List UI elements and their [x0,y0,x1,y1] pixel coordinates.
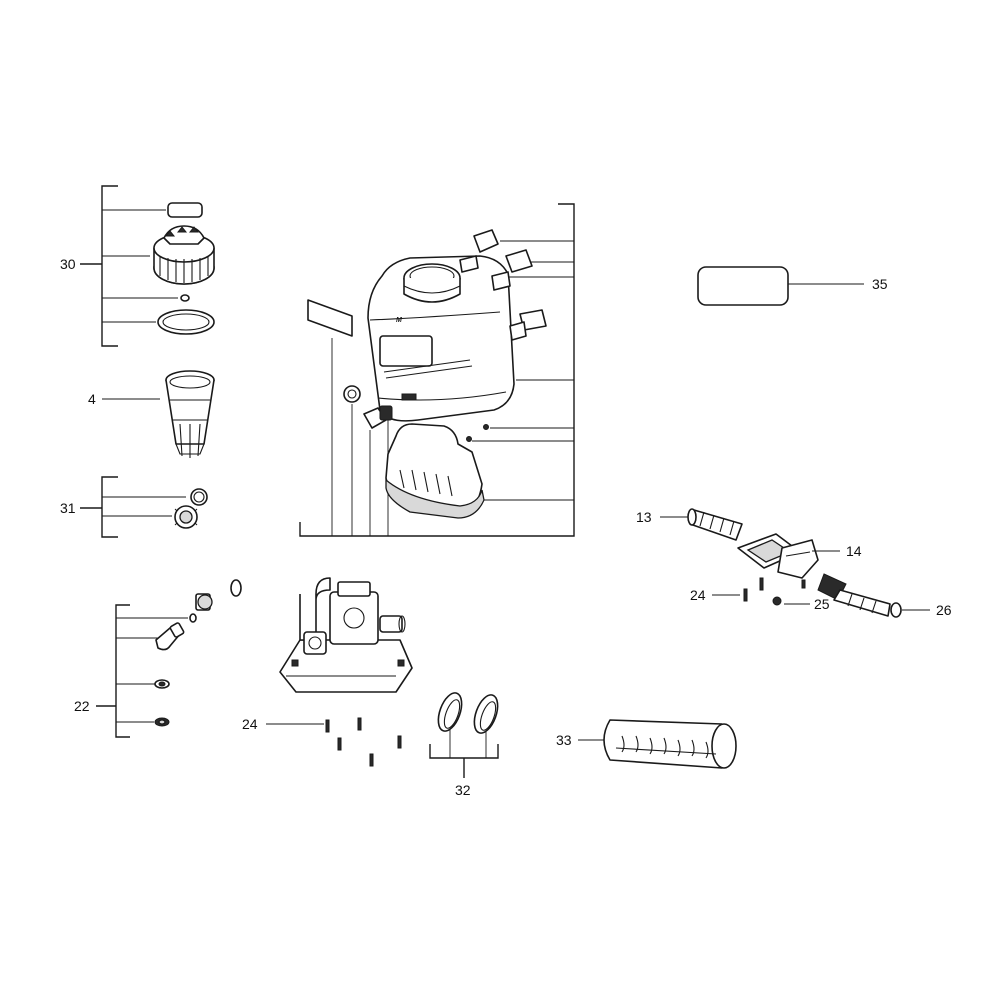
callout-25: 25 [814,596,830,612]
tank-base-part [385,423,485,519]
callout-32: 32 [455,782,471,798]
tank-pins-part [466,424,489,442]
bracket-32 [429,730,499,778]
small-oring-part [180,294,190,302]
bracket-31 [80,476,186,538]
pump-screws-part [325,717,402,767]
washer-ring-part [190,488,208,506]
wand-coupler-part [687,508,743,541]
wand-screws-part [743,577,806,602]
callout-13: 13 [636,509,652,525]
bracket-22 [96,604,188,738]
tank-clips-part [459,229,547,341]
spray-nozzle-part [817,573,902,618]
tank-logo-mark: M [396,317,402,324]
bracket-30 [80,185,178,347]
callout-31: 31 [60,500,76,516]
callout-24-pump: 24 [242,716,258,732]
callout-22: 22 [74,698,90,714]
seal-ring-part [154,717,170,727]
callout-33: 33 [556,732,572,748]
label-plate-part [167,202,203,218]
callout-30: 30 [60,256,76,272]
strainer-basket-part [165,370,215,458]
callout-35: 35 [872,276,888,292]
grip-sleeve-part [603,719,737,769]
callout-4: 4 [88,391,96,407]
inlet-fitting-part [189,579,242,623]
tank-label-part [307,299,353,337]
callout-24-wand: 24 [690,587,706,603]
cap-gasket-part [157,309,215,335]
trigger-housing-part [737,533,819,579]
tank-body-part: M [367,255,515,422]
label-plate-35-part [697,266,789,306]
hose-clamps-part [437,692,499,734]
set-screw-part [772,596,782,606]
threaded-fitting-part [174,505,198,529]
fill-cap-part [153,225,215,285]
elbow-fitting-part [155,622,185,651]
pump-assembly-part [279,577,413,693]
tank-gaskets-part [343,385,393,429]
callout-26: 26 [936,602,952,618]
check-valve-part [154,679,170,689]
callout-14: 14 [846,543,862,559]
